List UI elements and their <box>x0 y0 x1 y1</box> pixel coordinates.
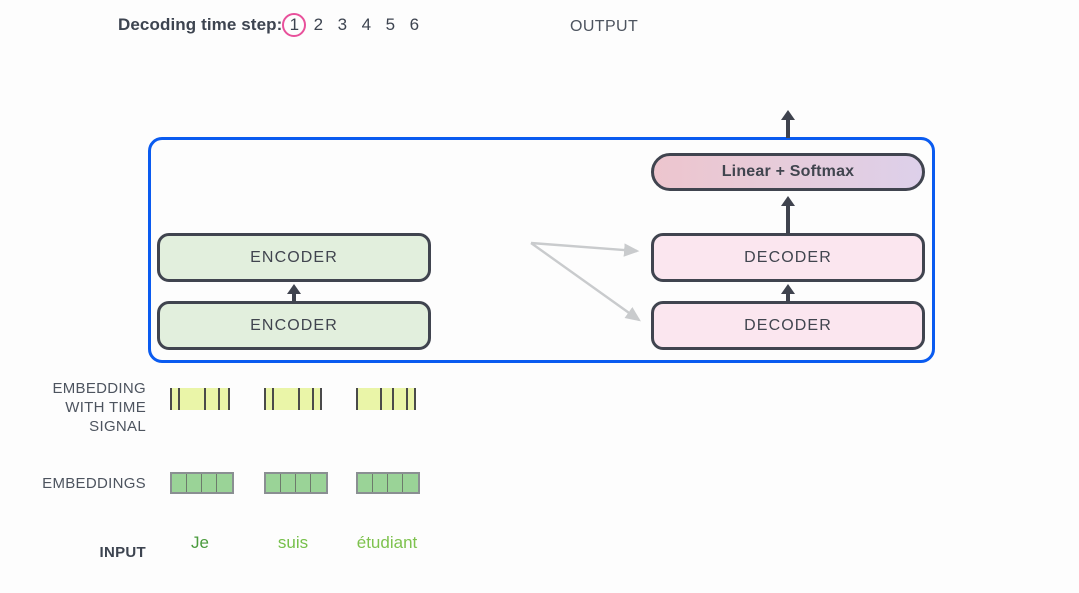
time-signal-cell <box>394 388 408 410</box>
time-signal-cell <box>206 388 220 410</box>
embedding-cell <box>266 474 281 492</box>
time-signal-cell <box>274 388 300 410</box>
timestep-option-1[interactable]: 1 <box>282 13 307 37</box>
input-word-2: étudiant <box>356 533 418 552</box>
decoding-timestep-row: Decoding time step: 1 2 3 4 5 6 <box>118 13 426 37</box>
timestep-option-6[interactable]: 6 <box>409 15 420 34</box>
embedding-vector-0 <box>170 472 234 494</box>
embeddings-label: EMBEDDINGS <box>42 475 146 492</box>
time-signal-vector-0 <box>170 388 230 410</box>
input-label: INPUT <box>99 544 146 561</box>
embedding-cell <box>202 474 217 492</box>
embedding-cell <box>217 474 232 492</box>
input-word-1: suis <box>277 533 309 552</box>
time-signal-cell <box>264 388 274 410</box>
embedding-cell <box>296 474 311 492</box>
embedding-with-time-signal-label: EMBEDDING WITH TIME SIGNAL <box>0 379 146 436</box>
embedding-cell <box>403 474 418 492</box>
timestep-option-5[interactable]: 5 <box>385 15 396 34</box>
transformer-container-outline <box>148 137 935 363</box>
time-signal-cell <box>180 388 206 410</box>
time-signal-cell <box>356 388 382 410</box>
timestep-option-2[interactable]: 2 <box>313 15 324 34</box>
arrow-up-icon-decoder-to-linear <box>779 196 797 234</box>
time-signal-vector-1 <box>264 388 322 410</box>
timestep-option-3[interactable]: 3 <box>337 15 348 34</box>
time-signal-cell <box>382 388 394 410</box>
embedding-cell <box>373 474 388 492</box>
label-line-3: SIGNAL <box>89 418 146 435</box>
arrow-up-icon-output <box>779 110 797 138</box>
embedding-cell <box>358 474 373 492</box>
arrow-up-icon-decoder-stack <box>779 284 797 302</box>
encoder-box-top: ENCODER <box>157 233 431 282</box>
input-word-0: Je <box>191 533 209 552</box>
embedding-vector-1 <box>264 472 328 494</box>
time-signal-cell <box>170 388 180 410</box>
time-signal-cell <box>408 388 416 410</box>
arrow-up-icon-encoder-stack <box>285 284 303 302</box>
embedding-cell <box>187 474 202 492</box>
decoder-box-top: DECODER <box>651 233 925 282</box>
label-line-2: WITH TIME <box>65 399 146 416</box>
time-signal-cell <box>314 388 322 410</box>
embedding-cell <box>311 474 326 492</box>
embedding-cell <box>172 474 187 492</box>
encoder-to-decoder-arrows-icon <box>530 241 641 322</box>
embedding-cell <box>388 474 403 492</box>
output-label: OUTPUT <box>570 18 639 35</box>
time-signal-cell <box>300 388 314 410</box>
decoding-timestep-label: Decoding time step: <box>118 15 283 34</box>
encoder-box-bottom: ENCODER <box>157 301 431 350</box>
decoder-box-bottom: DECODER <box>651 301 925 350</box>
embedding-cell <box>281 474 296 492</box>
time-signal-cell <box>220 388 230 410</box>
embedding-vector-2 <box>356 472 420 494</box>
label-line-1: EMBEDDING <box>52 380 146 397</box>
time-signal-vector-2 <box>356 388 416 410</box>
timestep-option-4[interactable]: 4 <box>361 15 372 34</box>
linear-softmax-box: Linear + Softmax <box>651 153 925 191</box>
